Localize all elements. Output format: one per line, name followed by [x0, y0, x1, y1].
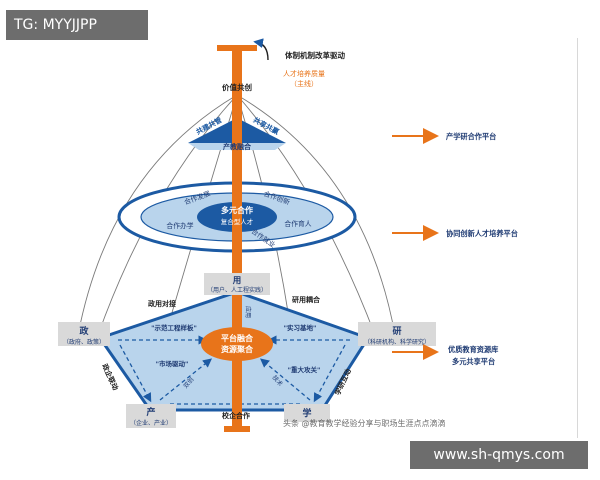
use-subtitle: （用户、人工程实践）	[207, 286, 267, 294]
link-gov-use: 政用对接	[148, 299, 176, 308]
legend-item-2: 协同创新人才培养平台	[446, 229, 518, 238]
pent-item-tackle: "重大攻关"	[288, 365, 321, 374]
link-research-use: 研用耦合	[292, 295, 321, 304]
industry-subtitle: （企业、产业）	[130, 419, 172, 427]
pole-base	[224, 426, 250, 432]
use-title: 用	[232, 276, 242, 286]
pent-item-intern: "实习基地"	[284, 323, 317, 332]
center-platform-top: 平台融合	[221, 333, 254, 343]
school-box	[284, 404, 330, 422]
center-platform-bottom: 资源聚合	[221, 344, 254, 354]
pentagon-arrows	[118, 335, 350, 405]
school-title: 学	[302, 407, 311, 419]
ring-center-bottom: 复合型人才	[221, 217, 254, 226]
watermark-text: 头条 @教育教学经验分享与职场生涯点点滴滴	[283, 418, 446, 428]
pole-vertical-label: 应用	[244, 306, 252, 318]
pent-item-market: "市场驱动"	[156, 359, 189, 368]
research-subtitle: （科研机构、科学研究）	[364, 338, 430, 346]
integration-label: 产教融合	[223, 142, 252, 151]
industry-title: 产	[146, 406, 155, 418]
reform-label: 体制机制改革驱动	[285, 50, 345, 60]
gov-title: 政	[79, 325, 89, 337]
talent-pole	[232, 45, 242, 430]
talent-mainline-label: （主线）	[290, 79, 318, 88]
legend-item-4: 多元共享平台	[452, 357, 495, 366]
reform-arrow-icon	[253, 38, 269, 61]
legend-connectors	[392, 128, 439, 360]
research-box	[358, 322, 436, 346]
arrow-school-center	[260, 358, 311, 401]
use-box	[204, 273, 270, 295]
industry-box	[126, 404, 176, 428]
cone-line-left-outer	[77, 94, 238, 336]
right-divider	[577, 38, 578, 438]
arrow-research-school	[313, 344, 346, 403]
talent-quality-label: 人才培养质量	[283, 69, 325, 78]
link-industry-school: 校企合作	[222, 411, 250, 420]
arrow-gov-industry	[119, 344, 152, 403]
link-gov-industry: 政企联动	[100, 362, 120, 391]
legend-item-1: 产学研合作平台	[446, 132, 496, 141]
gov-subtitle: （政府、政策）	[63, 338, 105, 346]
gov-box	[58, 322, 110, 346]
bottom-right-badge: www.sh-qmys.com	[410, 441, 588, 469]
top-left-badge: TG: MYYJJPP	[6, 10, 148, 40]
value-label: 价值共创	[222, 82, 252, 92]
cone-line-right-outer	[236, 94, 396, 336]
legend-item-3: 优质教育资源库	[448, 345, 498, 354]
ring-center-top: 多元合作	[221, 205, 253, 215]
pent-item-demo: "示范工程样板"	[151, 323, 197, 332]
arrow-industry-center	[159, 358, 213, 401]
ring-item-education: 合作育人	[284, 219, 311, 228]
ring-item-schooling: 合作办学	[166, 221, 193, 230]
research-title: 研	[392, 326, 401, 337]
